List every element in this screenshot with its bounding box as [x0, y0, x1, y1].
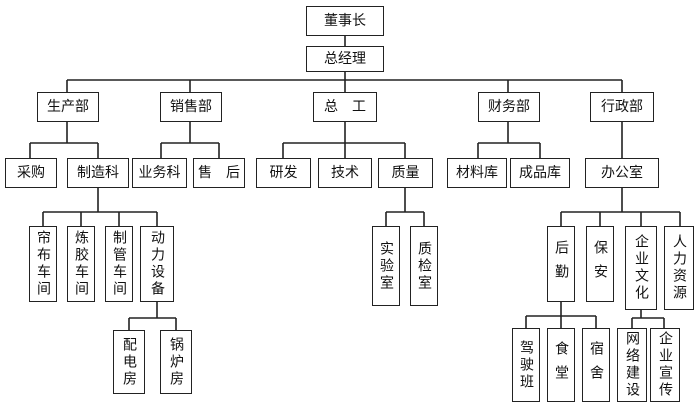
node-materials-store: 材料库: [447, 158, 507, 188]
node-general-manager: 总经理: [306, 46, 384, 72]
node-dormitory: 宿舍: [582, 328, 610, 402]
node-network: 网络建设: [617, 328, 647, 402]
node-laboratory: 实验室: [372, 226, 400, 306]
node-purchasing: 采购: [5, 158, 57, 188]
node-sales-dept: 销售部: [160, 92, 222, 122]
node-finished-goods-store: 成品库: [510, 158, 570, 188]
node-production-dept: 生产部: [37, 92, 99, 122]
node-quality: 质量: [378, 158, 433, 188]
node-inspection-room: 质检室: [410, 226, 438, 306]
node-security: 保安: [586, 226, 614, 302]
node-drivers: 驾驶班: [512, 328, 540, 402]
node-power-room: 配电房: [113, 330, 145, 394]
node-publicity: 企业宣传: [650, 328, 680, 402]
node-canteen: 食堂: [547, 328, 575, 402]
node-admin-dept: 行政部: [590, 92, 654, 122]
node-office: 办公室: [585, 158, 659, 188]
node-rubber-mixing-workshop: 炼胶车间: [67, 226, 95, 302]
node-tube-workshop: 制管车间: [105, 226, 133, 302]
node-boiler-room: 锅炉房: [160, 330, 192, 394]
node-manufacturing: 制造科: [67, 158, 129, 188]
node-business: 业务科: [132, 158, 187, 188]
node-chairman: 董事长: [306, 6, 384, 36]
node-corporate-culture: 企业文化: [625, 226, 657, 310]
node-after-sales: 售 后: [193, 158, 245, 188]
node-human-resources: 人力资源: [664, 226, 694, 310]
node-curtain-workshop: 帘布车间: [29, 226, 57, 302]
node-power-equipment: 动力设备: [140, 226, 174, 302]
node-chief-engineer: 总 工: [313, 92, 377, 122]
node-finance-dept: 财务部: [478, 92, 540, 122]
node-rnd: 研发: [256, 158, 311, 188]
node-technology: 技术: [318, 158, 372, 188]
node-logistics: 后勤: [547, 226, 575, 302]
